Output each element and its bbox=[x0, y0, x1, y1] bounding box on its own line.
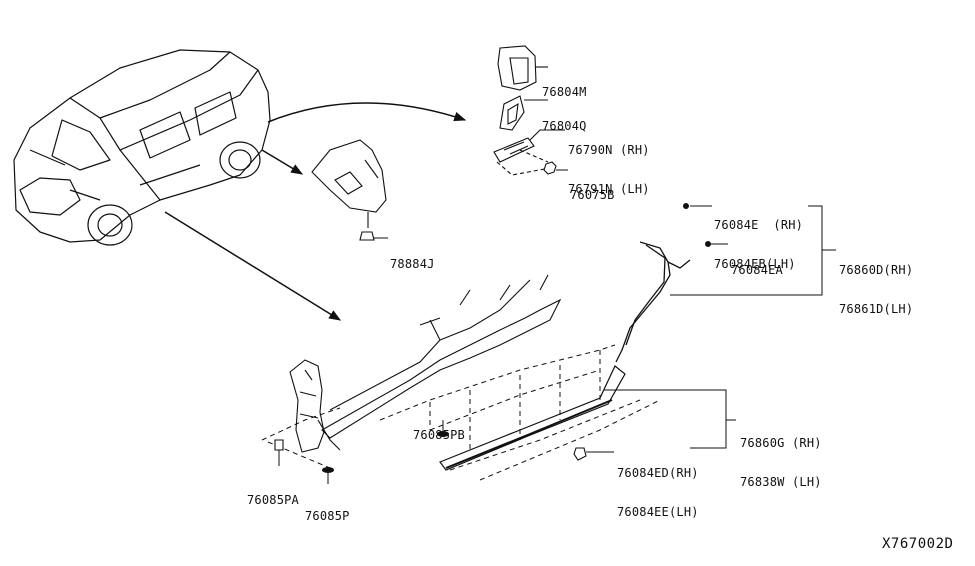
part-76804M-icon bbox=[497, 45, 548, 91]
callout-line: 76084EA bbox=[731, 263, 783, 277]
callout-76085PA: 76085PA bbox=[247, 468, 299, 533]
callout-76804M: 76804M bbox=[542, 60, 587, 125]
leader-lines bbox=[604, 205, 836, 449]
callout-76084E: 76084E (RH) 76084EB(LH) bbox=[714, 193, 803, 297]
callout-line: 76860G (RH) bbox=[740, 436, 822, 450]
callout-line: 76804Q bbox=[542, 119, 587, 133]
callout-line: 76075B bbox=[570, 188, 615, 202]
callout-line: 76860D(RH) bbox=[839, 263, 914, 277]
callout-76790N: 76790N (RH) 76791N (LH) bbox=[568, 118, 650, 222]
sill-assembly bbox=[289, 274, 562, 453]
fender-molding-strip bbox=[615, 241, 691, 363]
clip-76085PA-icon bbox=[274, 439, 284, 466]
callout-76085PB: 76085PB bbox=[413, 403, 465, 468]
callout-line: 76838W (LH) bbox=[740, 475, 822, 489]
callout-line: 76084E (RH) bbox=[714, 218, 804, 232]
callout-line: 76084EB(LH) bbox=[714, 257, 796, 271]
callout-76085P: 76085P bbox=[305, 484, 350, 549]
callout-76084ED: 76084ED(RH) 76084EE(LH) bbox=[617, 441, 699, 545]
pointer-arrow-sill bbox=[164, 211, 342, 321]
callout-line: 76085PB bbox=[413, 428, 465, 442]
callout-76860D: 76860D(RH) 76861D(LH) bbox=[839, 238, 913, 342]
clip-76084E-icon bbox=[683, 203, 689, 209]
callout-line: 76790N (RH) bbox=[568, 143, 650, 157]
rear-bumper-fragment bbox=[311, 139, 387, 228]
callout-line: 78884J bbox=[390, 257, 435, 271]
callout-line: 76084EE(LH) bbox=[617, 505, 699, 519]
callout-76075B: 76075B bbox=[570, 163, 615, 228]
callout-line: 76804M bbox=[542, 85, 587, 99]
part-76790N-icon bbox=[493, 129, 565, 176]
callout-line: 76085PA bbox=[247, 493, 299, 507]
clip-78884J-icon bbox=[359, 231, 388, 241]
side-sill-molding bbox=[439, 365, 626, 471]
callout-76860G: 76860G (RH) 76838W (LH) bbox=[740, 411, 822, 515]
clip-76084ED-icon bbox=[573, 447, 614, 461]
callout-line: 76085P bbox=[305, 509, 350, 523]
nut-76075B-icon bbox=[543, 161, 568, 175]
grommet-76085P-icon bbox=[322, 467, 334, 484]
diagram-reference-code: X767002D bbox=[882, 536, 954, 552]
callout-78884J: 78884J bbox=[390, 232, 435, 297]
sill-dashes bbox=[261, 344, 661, 481]
callout-line: 76791N (LH) bbox=[568, 182, 650, 196]
pointer-arrow-rear bbox=[267, 102, 467, 123]
pointer-arrow-side bbox=[261, 149, 304, 175]
part-76804Q-icon bbox=[499, 95, 548, 131]
callout-76804Q: 76804Q bbox=[542, 94, 587, 159]
callout-line: 76861D(LH) bbox=[839, 302, 914, 316]
callout-line: 76084ED(RH) bbox=[617, 466, 699, 480]
grommet-76085PB-icon bbox=[437, 420, 449, 437]
vehicle-illustration bbox=[13, 49, 271, 246]
callout-76084EA: 76084EA bbox=[731, 238, 783, 303]
clip-76084EA-icon bbox=[705, 241, 728, 247]
